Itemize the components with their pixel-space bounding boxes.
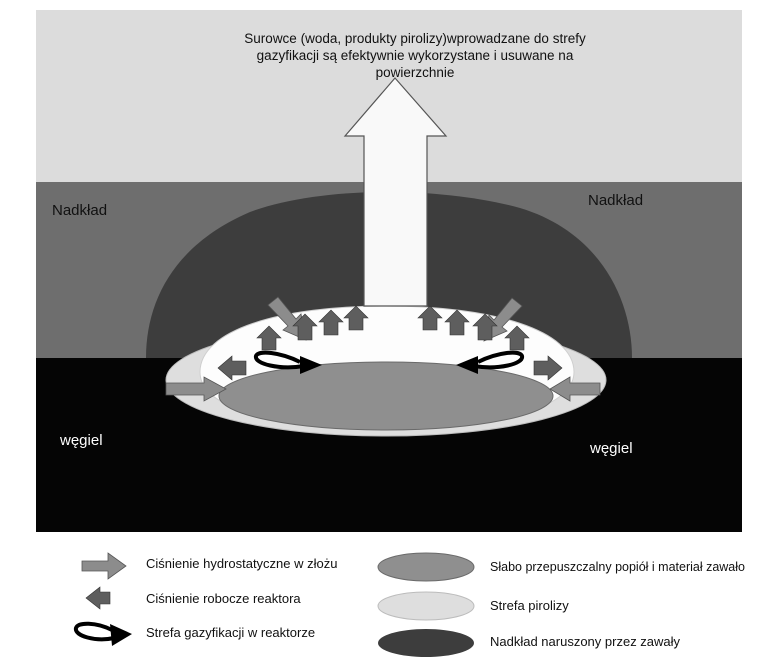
legend-ash-label: Słabo przepuszczalny popiół i materiał z… (490, 560, 745, 574)
coal-label-right: węgiel (590, 440, 633, 457)
reactor-arrow-up-8 (504, 325, 530, 351)
reactor-arrow-up-3 (318, 309, 344, 336)
legend-hydrostatic-arrow-icon (81, 552, 127, 580)
legend-hydrostatic-label: Ciśnienie hydrostatyczne w złożu (146, 556, 338, 571)
gasification-swirl-right (473, 350, 524, 370)
legend-pyrolysis-swatch (377, 591, 475, 621)
gasification-swirl-left (254, 350, 305, 370)
reactor-arrow-up-4 (343, 305, 369, 331)
product-outflow-arrow (343, 77, 448, 307)
reactor-arrow-up-7 (472, 313, 498, 341)
legend-reactor-pressure-label: Ciśnienie robocze reaktora (146, 591, 301, 606)
legend-disturbed-overburden-swatch (378, 629, 474, 657)
reactor-arrow-up-6 (444, 309, 470, 336)
reactor-arrow-up-1 (256, 325, 282, 351)
overburden-label-right: Nadkład (588, 192, 644, 209)
legend-disturbed-overburden-label: Nadkład naruszony przez zawały (490, 634, 681, 649)
hydrostatic-arrow-left (165, 376, 227, 402)
legend-gasification-swirl-icon (74, 621, 132, 646)
ash-zone (218, 361, 554, 431)
legend-pyrolysis-label: Strefa pirolizy (490, 598, 569, 613)
overburden-label-left: Nadkład (52, 202, 108, 219)
legend-gasification-label: Strefa gazyfikacji w reaktorze (146, 625, 316, 640)
legend-reactor-arrow-icon (85, 586, 111, 610)
gasification-swirl-left-head (300, 356, 322, 374)
coal-label-left: węgiel (60, 432, 103, 449)
hydrostatic-arrow-right (549, 376, 601, 402)
reactor-arrow-up-5 (417, 305, 443, 331)
reactor-arrow-right (533, 355, 563, 381)
gasification-swirl-right-head (456, 356, 478, 374)
top-caption: Surowce (woda, produkty pirolizy)wprowad… (244, 31, 586, 80)
reactor-arrow-up-2 (292, 313, 318, 341)
legend-ash-swatch (377, 552, 475, 582)
reactor-arrow-left (217, 355, 247, 381)
